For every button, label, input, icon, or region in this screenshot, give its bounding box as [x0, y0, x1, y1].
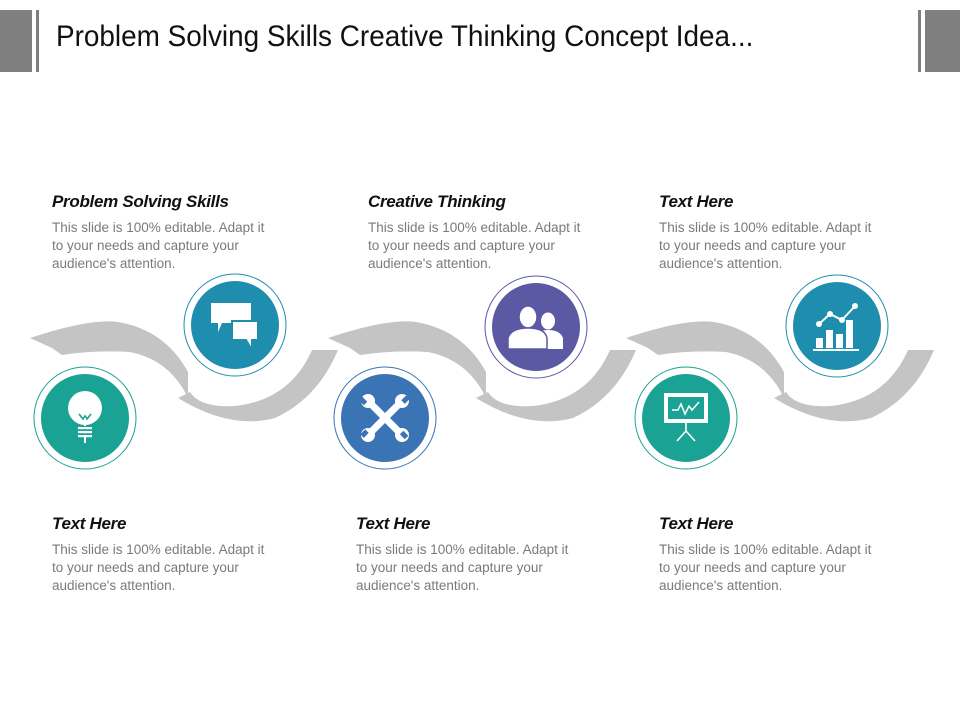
block-body: This slide is 100% editable. Adapt it to…	[368, 220, 581, 271]
block-body: This slide is 100% editable. Adapt it to…	[52, 542, 265, 593]
header-line-right	[918, 10, 921, 72]
block-heading: Problem Solving Skills	[52, 192, 229, 211]
header-bar-right	[925, 10, 960, 72]
block-heading: Text Here	[356, 514, 431, 533]
top-block-1: Problem Solving Skills This slide is 100…	[52, 192, 292, 273]
lightbulb-icon	[68, 391, 102, 443]
block-body: This slide is 100% editable. Adapt it to…	[659, 220, 872, 271]
chat-bubbles-icon	[211, 303, 259, 354]
lightbulb-circle	[27, 360, 143, 476]
block-body: This slide is 100% editable. Adapt it to…	[356, 542, 569, 593]
bottom-block-2: Text Here This slide is 100% editable. A…	[356, 514, 596, 595]
block-body: This slide is 100% editable. Adapt it to…	[52, 220, 265, 271]
block-heading: Text Here	[52, 514, 127, 533]
top-block-2: Creative Thinking This slide is 100% edi…	[368, 192, 608, 273]
wrenches-circle	[327, 360, 443, 476]
bottom-block-1: Text Here This slide is 100% editable. A…	[52, 514, 292, 595]
wrenches-icon	[368, 401, 402, 435]
page-title: Problem Solving Skills Creative Thinking…	[56, 20, 754, 53]
block-heading: Text Here	[659, 514, 734, 533]
presentation-board-icon	[664, 393, 708, 442]
top-block-3: Text Here This slide is 100% editable. A…	[659, 192, 899, 273]
block-body: This slide is 100% editable. Adapt it to…	[659, 542, 872, 593]
presentation-circle	[628, 360, 744, 476]
users-icon	[507, 305, 563, 350]
block-heading: Creative Thinking	[368, 192, 506, 211]
bar-chart-icon	[813, 303, 859, 351]
block-heading: Text Here	[659, 192, 734, 211]
chart-circle	[779, 268, 895, 384]
bottom-block-3: Text Here This slide is 100% editable. A…	[659, 514, 899, 595]
chat-circle	[177, 267, 293, 383]
header-bar-left	[0, 10, 32, 72]
header-line-left	[36, 10, 39, 72]
users-circle	[478, 269, 594, 385]
